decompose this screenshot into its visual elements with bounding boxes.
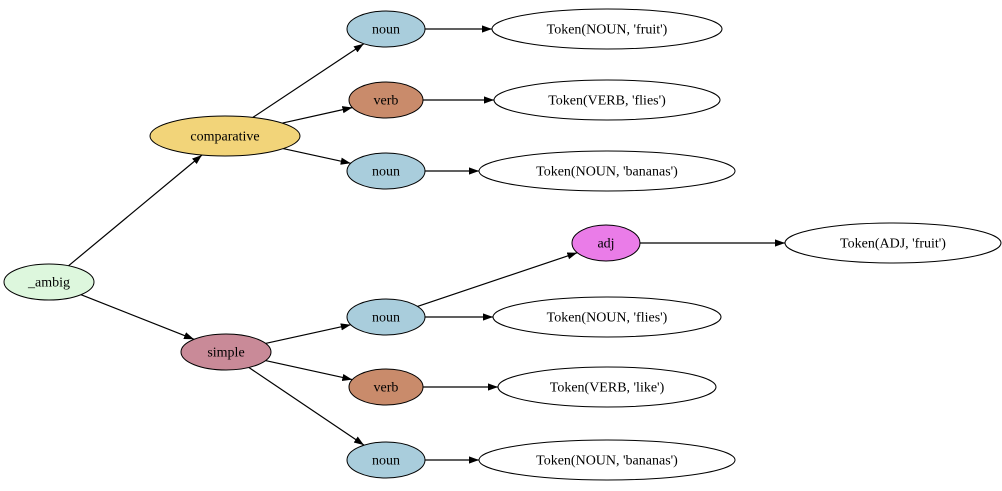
node-noun3: noun	[346, 298, 426, 336]
node-label-noun2: noun	[372, 165, 400, 180]
node-ambig: _ambig	[3, 263, 95, 301]
node-verb1: verb	[348, 81, 424, 119]
node-label-comparative: comparative	[190, 130, 259, 145]
node-ellipse-verb2	[348, 368, 424, 406]
node-ellipse-tok3	[478, 150, 736, 192]
node-label-noun3: noun	[372, 311, 400, 326]
edge-simple-to-noun4	[248, 367, 365, 446]
edge-ambig-to-simple	[80, 294, 195, 340]
edge-noun3-to-adj	[417, 252, 578, 307]
node-label-tok7: Token(NOUN, 'bananas')	[536, 454, 678, 469]
node-ellipse-tok6	[497, 366, 717, 408]
node-label-tok4: Token(ADJ, 'fruit')	[840, 237, 946, 252]
node-ellipse-tok1	[491, 8, 723, 50]
node-ellipse-noun2	[346, 152, 426, 190]
node-ellipse-noun1	[346, 10, 426, 48]
node-tok7: Token(NOUN, 'bananas')	[478, 439, 736, 481]
node-ellipse-verb1	[348, 81, 424, 119]
edge-comparative-to-noun2	[282, 148, 351, 165]
node-label-tok2: Token(VERB, 'flies')	[548, 94, 666, 109]
node-label-noun4: noun	[372, 454, 400, 469]
edge-comparative-to-noun1	[252, 43, 365, 118]
node-verb2: verb	[348, 368, 424, 406]
edge-comparative-to-verb1	[282, 106, 353, 124]
node-ellipse-tok2	[493, 79, 721, 121]
node-tok5: Token(NOUN, 'flies')	[492, 296, 722, 338]
nodes-layer: _ambig comparative simple noun verb noun adj no…	[3, 8, 1002, 481]
node-ellipse-simple	[180, 333, 272, 371]
node-label-tok3: Token(NOUN, 'bananas')	[536, 165, 678, 180]
node-ellipse-adj	[571, 224, 641, 262]
node-label-verb2: verb	[374, 381, 399, 396]
node-noun4: noun	[346, 441, 426, 479]
edge-simple-to-noun3	[265, 323, 351, 344]
node-ellipse-tok7	[478, 439, 736, 481]
node-comparative: comparative	[149, 115, 301, 157]
node-tok4: Token(ADJ, 'fruit')	[784, 222, 1002, 264]
node-label-simple: simple	[207, 346, 244, 361]
node-tok3: Token(NOUN, 'bananas')	[478, 150, 736, 192]
node-label-tok1: Token(NOUN, 'fruit')	[547, 23, 668, 38]
node-ellipse-comparative	[149, 115, 301, 157]
node-noun1: noun	[346, 10, 426, 48]
node-ellipse-noun3	[346, 298, 426, 336]
node-ellipse-tok5	[492, 296, 722, 338]
node-label-ambig: _ambig	[27, 276, 70, 291]
node-simple: simple	[180, 333, 272, 371]
node-ellipse-tok4	[784, 222, 1002, 264]
edge-ambig-to-comparative	[68, 154, 203, 267]
node-noun2: noun	[346, 152, 426, 190]
node-tok6: Token(VERB, 'like')	[497, 366, 717, 408]
node-ellipse-noun4	[346, 441, 426, 479]
node-ellipse-ambig	[3, 263, 95, 301]
node-label-adj: adj	[597, 237, 614, 252]
node-label-noun1: noun	[372, 23, 400, 38]
node-label-tok6: Token(VERB, 'like')	[550, 381, 665, 396]
edge-simple-to-verb2	[265, 360, 353, 381]
node-label-verb1: verb	[374, 94, 399, 109]
node-label-tok5: Token(NOUN, 'flies')	[547, 311, 668, 326]
node-adj: adj	[571, 224, 641, 262]
node-tok1: Token(NOUN, 'fruit')	[491, 8, 723, 50]
node-tok2: Token(VERB, 'flies')	[493, 79, 721, 121]
edges-layer	[68, 25, 785, 464]
